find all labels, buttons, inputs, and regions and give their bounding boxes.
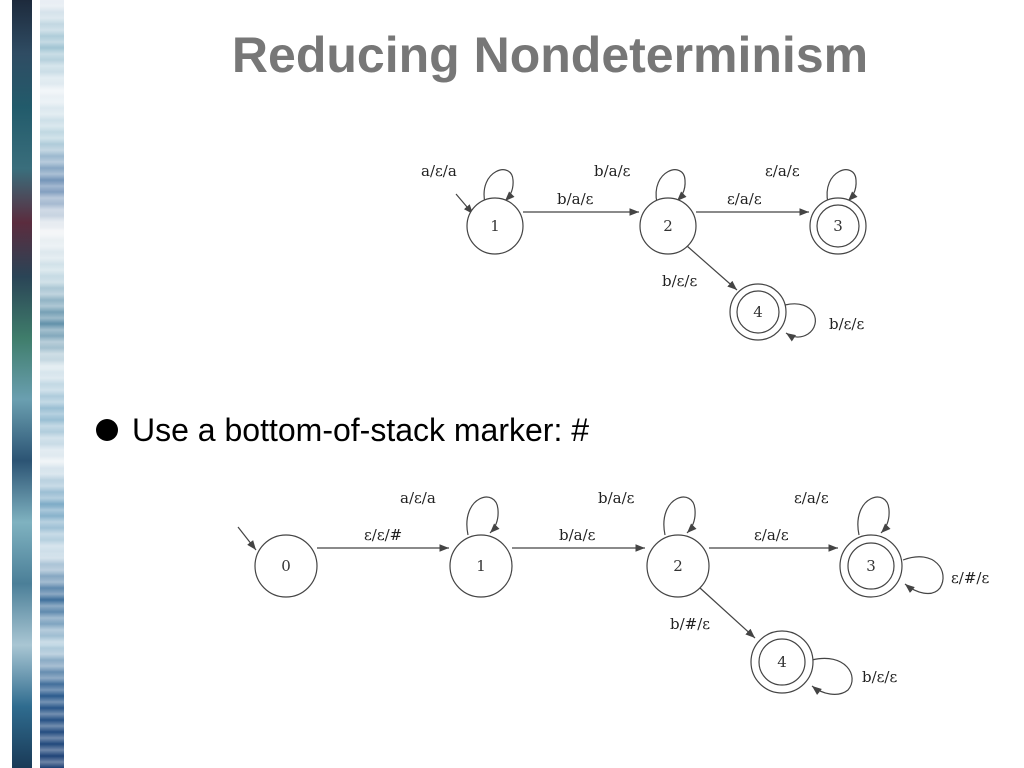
decorative-strip-dark [12,0,32,768]
bullet-dot-icon [96,419,118,441]
loop-3-label: ε/a/ε [765,162,800,180]
edge-2-3-b-label: ε/a/ε [754,526,789,544]
edge-2-4-b-label: b/#/ε [670,615,710,633]
edge-1-2-b-label: b/a/ε [559,526,596,544]
state-1-label: 1 [490,217,500,235]
state-2 [639,197,697,255]
edge-2-4 [686,245,738,291]
state-3-b-label: 3 [866,557,876,575]
edge-0-1-label: ε/ε/# [364,526,402,544]
loop-4-b [811,657,853,695]
state-1-b [449,534,513,598]
edge-2-4-b [699,587,756,639]
state-4-accept-ring [736,290,780,334]
state-1 [466,197,524,255]
loop-3-top-b-label: ε/a/ε [794,489,829,507]
state-1-b-label: 1 [476,557,486,575]
loop-1 [483,169,515,204]
loop-2-b [663,496,697,536]
loop-3-top-b [857,496,891,536]
loop-3-right-b-label: ε/#/ε [951,569,989,587]
state-3-label: 3 [833,217,843,235]
diagram-bottom: 0 1 2 3 4 ε/ε/# a/ε/a b/a/ε b/a/ε ε/a/ε … [237,489,989,695]
edge-2-4-label: b/ε/ε [662,272,697,290]
state-4-b-accept-ring [758,638,806,686]
loop-3 [826,169,858,204]
decorative-strip-light [40,0,64,768]
state-0-b [254,534,318,598]
edge-1-2-label: b/a/ε [557,190,594,208]
state-2-b-label: 2 [673,557,683,575]
loop-1-b [466,496,500,536]
bullet-item: Use a bottom-of-stack marker: # [96,408,589,452]
loop-1-label: a/ε/a [421,162,457,180]
edge-2-3-label: ε/a/ε [727,190,762,208]
loop-2-b-label: b/a/ε [598,489,635,507]
state-3-accept-ring [816,204,860,248]
loop-1-b-label: a/ε/a [400,489,436,507]
loop-3-right-b [902,556,944,595]
loop-4-label: b/ε/ε [829,315,864,333]
state-0-b-label: 0 [281,557,291,575]
state-4-b-label: 4 [777,653,787,671]
start-arrow [455,193,474,215]
slide-title: Reducing Nondeterminism [231,27,869,83]
state-2-label: 2 [663,217,673,235]
state-4-label: 4 [753,303,763,321]
state-2-b [646,534,710,598]
loop-2-label: b/a/ε [594,162,631,180]
loop-2 [655,169,687,204]
bullet-text: Use a bottom-of-stack marker: # [132,411,590,448]
start-arrow-2 [237,526,257,551]
loop-4 [784,303,816,342]
loop-4-b-label: b/ε/ε [862,668,897,686]
diagram-top: 1 2 3 4 a/ε/a b/a/ε b/a/ε ε/a/ε ε/a/ε b/… [421,162,867,342]
state-3-b-accept-ring [847,542,895,590]
